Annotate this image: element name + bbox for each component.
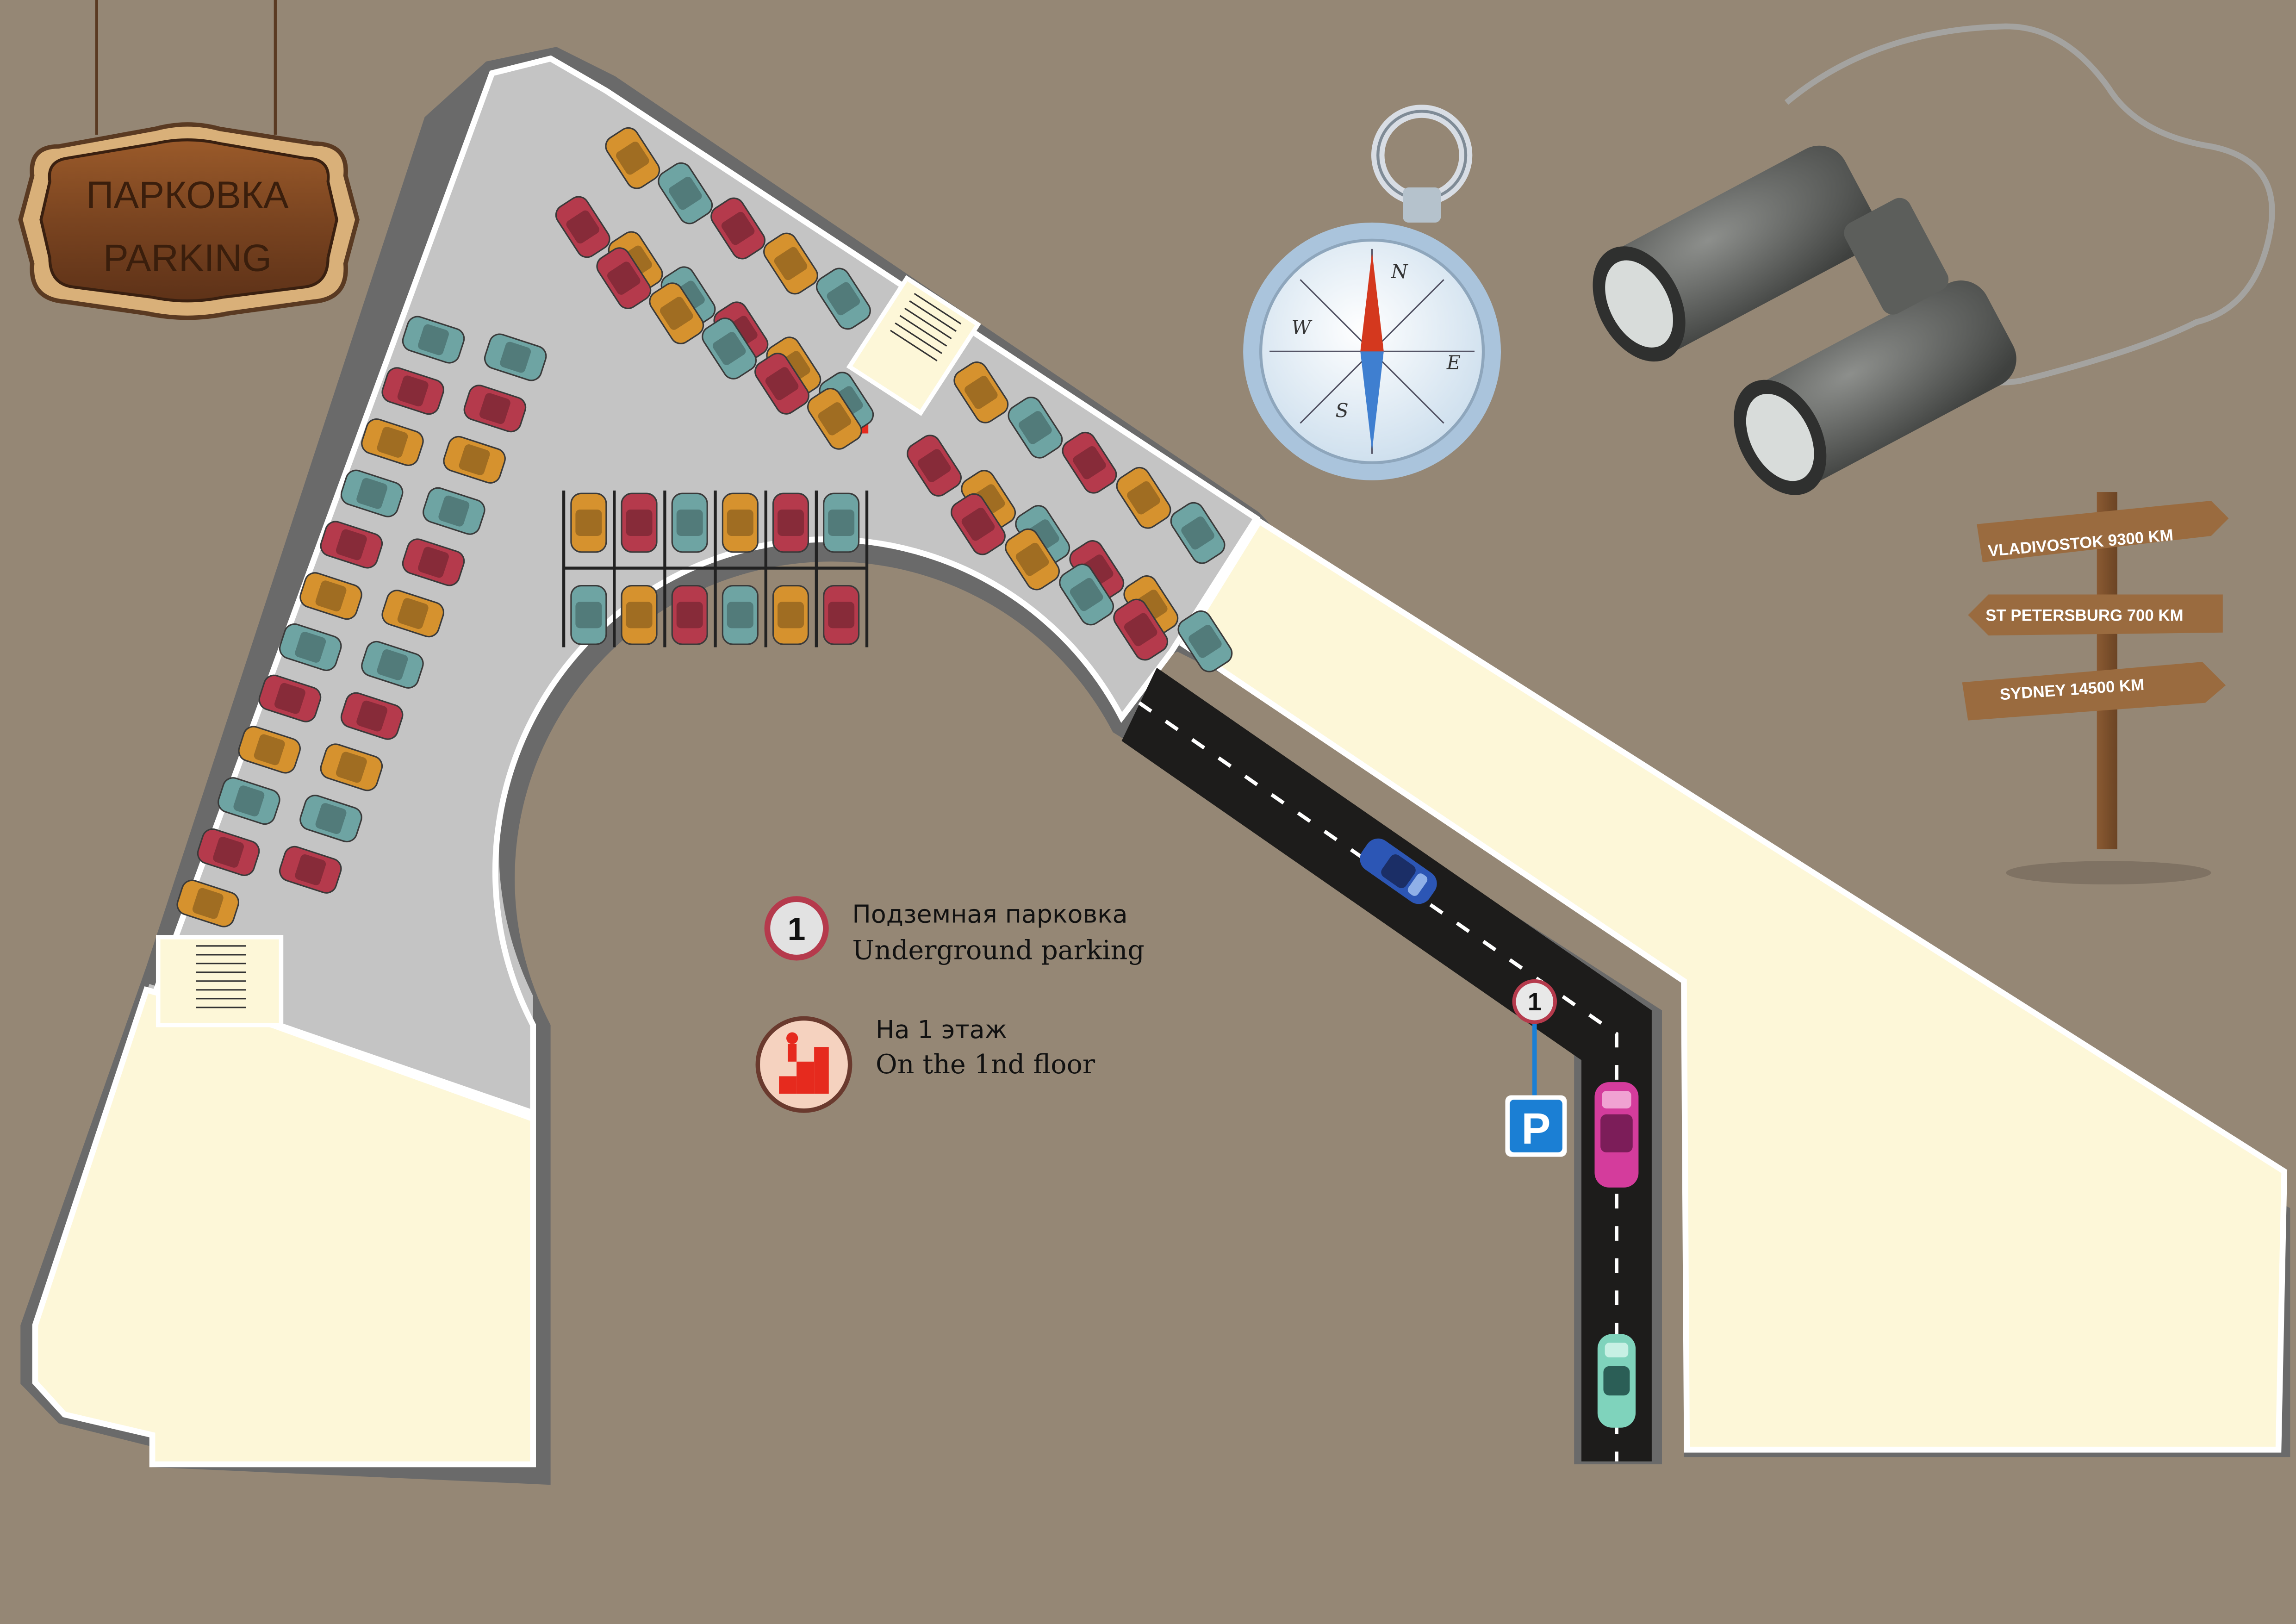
parked-car (807, 388, 862, 450)
parked-car (570, 492, 607, 553)
car-pink[interactable] (1594, 1082, 1639, 1188)
sign-line-russian: ПАРКОВКА (86, 174, 289, 216)
parking-stalls (176, 127, 1233, 927)
parked-car (951, 493, 1006, 555)
parked-car (621, 585, 658, 645)
parked-car (340, 692, 404, 740)
compass-south: S (1335, 400, 1348, 422)
parked-car (763, 232, 818, 295)
parked-car (722, 492, 759, 553)
legend-first-floor-ru: На 1 этаж (876, 1016, 1008, 1046)
parked-car (710, 197, 766, 260)
sign-line-english: PARKING (103, 237, 272, 279)
parked-car (1177, 610, 1233, 672)
ramp-level-marker: 1 (1512, 979, 1557, 1095)
parked-car (340, 469, 404, 517)
parked-car (238, 726, 301, 774)
signpost-arrow-2 (1968, 594, 2223, 636)
legend-marker-number: 1 (788, 911, 806, 947)
parked-car (596, 247, 652, 309)
parked-car (279, 846, 342, 894)
compass-east: E (1446, 351, 1461, 373)
parked-car (484, 333, 547, 381)
parked-car (361, 418, 424, 466)
parked-car (1170, 502, 1226, 564)
car-blue[interactable] (1355, 834, 1442, 909)
parked-car (702, 317, 757, 380)
parked-car (1113, 598, 1169, 661)
parked-car (1008, 397, 1063, 459)
parked-car (361, 641, 424, 689)
parked-car (176, 879, 240, 927)
parked-car (649, 282, 704, 344)
binoculars-icon (1593, 23, 2275, 495)
parked-car (1005, 528, 1060, 591)
ramp-level-number: 1 (1528, 988, 1542, 1016)
legend-underground-ru: Подземная парковка (852, 900, 1128, 930)
parked-car (320, 521, 383, 569)
parking-sign-board: ПАРКОВКА PARKING (18, 0, 360, 320)
legend-marker-2 (755, 1016, 852, 1113)
parked-car (772, 492, 809, 553)
parked-car (443, 436, 506, 484)
parked-car (320, 743, 383, 791)
parked-car (1062, 431, 1117, 494)
parked-car (671, 585, 708, 645)
room-east (1179, 517, 2288, 1453)
parked-car (1116, 467, 1171, 529)
parked-car (772, 585, 809, 645)
parked-car (605, 127, 660, 189)
compass-icon: N S E W (1243, 105, 1501, 480)
building (20, 47, 2290, 1485)
parked-car (218, 777, 280, 825)
stairwell-north (846, 275, 981, 416)
parked-car (907, 435, 962, 497)
parked-car (754, 353, 809, 415)
parked-car (381, 590, 444, 638)
car-mint[interactable] (1597, 1334, 1636, 1428)
parked-car (402, 316, 465, 364)
parked-car (953, 361, 1009, 423)
parked-car (555, 196, 610, 258)
parking-sign-letter: P (1521, 1104, 1550, 1153)
parked-car (423, 487, 485, 535)
parked-car (258, 674, 322, 722)
parked-car (722, 585, 759, 645)
parked-car (463, 385, 527, 433)
compass-north: N (1391, 261, 1409, 283)
parked-car (279, 623, 342, 671)
ramp-center-line (1138, 701, 1618, 1462)
parked-car (299, 572, 362, 620)
signpost-arrow-1 (1977, 501, 2229, 562)
signpost-arrow-2-label: ST PETERSBURG 700 KM (1985, 606, 2183, 624)
parked-car (816, 268, 871, 330)
parked-car (570, 585, 607, 645)
parked-car (621, 492, 658, 553)
parked-car (402, 538, 465, 586)
parked-car (823, 585, 860, 645)
stairwell-west (156, 935, 284, 1027)
signpost-arrow-3 (1962, 662, 2226, 721)
signpost-icon: VLADIVOSTOK 9300 KM ST PETERSBURG 700 KM… (1962, 492, 2229, 884)
parked-car (671, 492, 708, 553)
parked-car (381, 367, 444, 415)
parked-car (823, 492, 860, 553)
parked-car (197, 828, 260, 876)
legend-first-floor-en: On the 1nd floor (876, 1050, 1095, 1081)
parked-car (658, 162, 713, 224)
stairs-exit-icon (779, 1032, 829, 1094)
legend-underground-en: Underground parking (852, 935, 1145, 967)
legend-marker-1: 1 (764, 896, 829, 961)
parked-car (299, 795, 362, 843)
parking-sign-icon: P (1505, 1095, 1567, 1157)
room-west (32, 986, 536, 1468)
compass-west: W (1292, 316, 1313, 338)
parked-car (1059, 563, 1114, 626)
